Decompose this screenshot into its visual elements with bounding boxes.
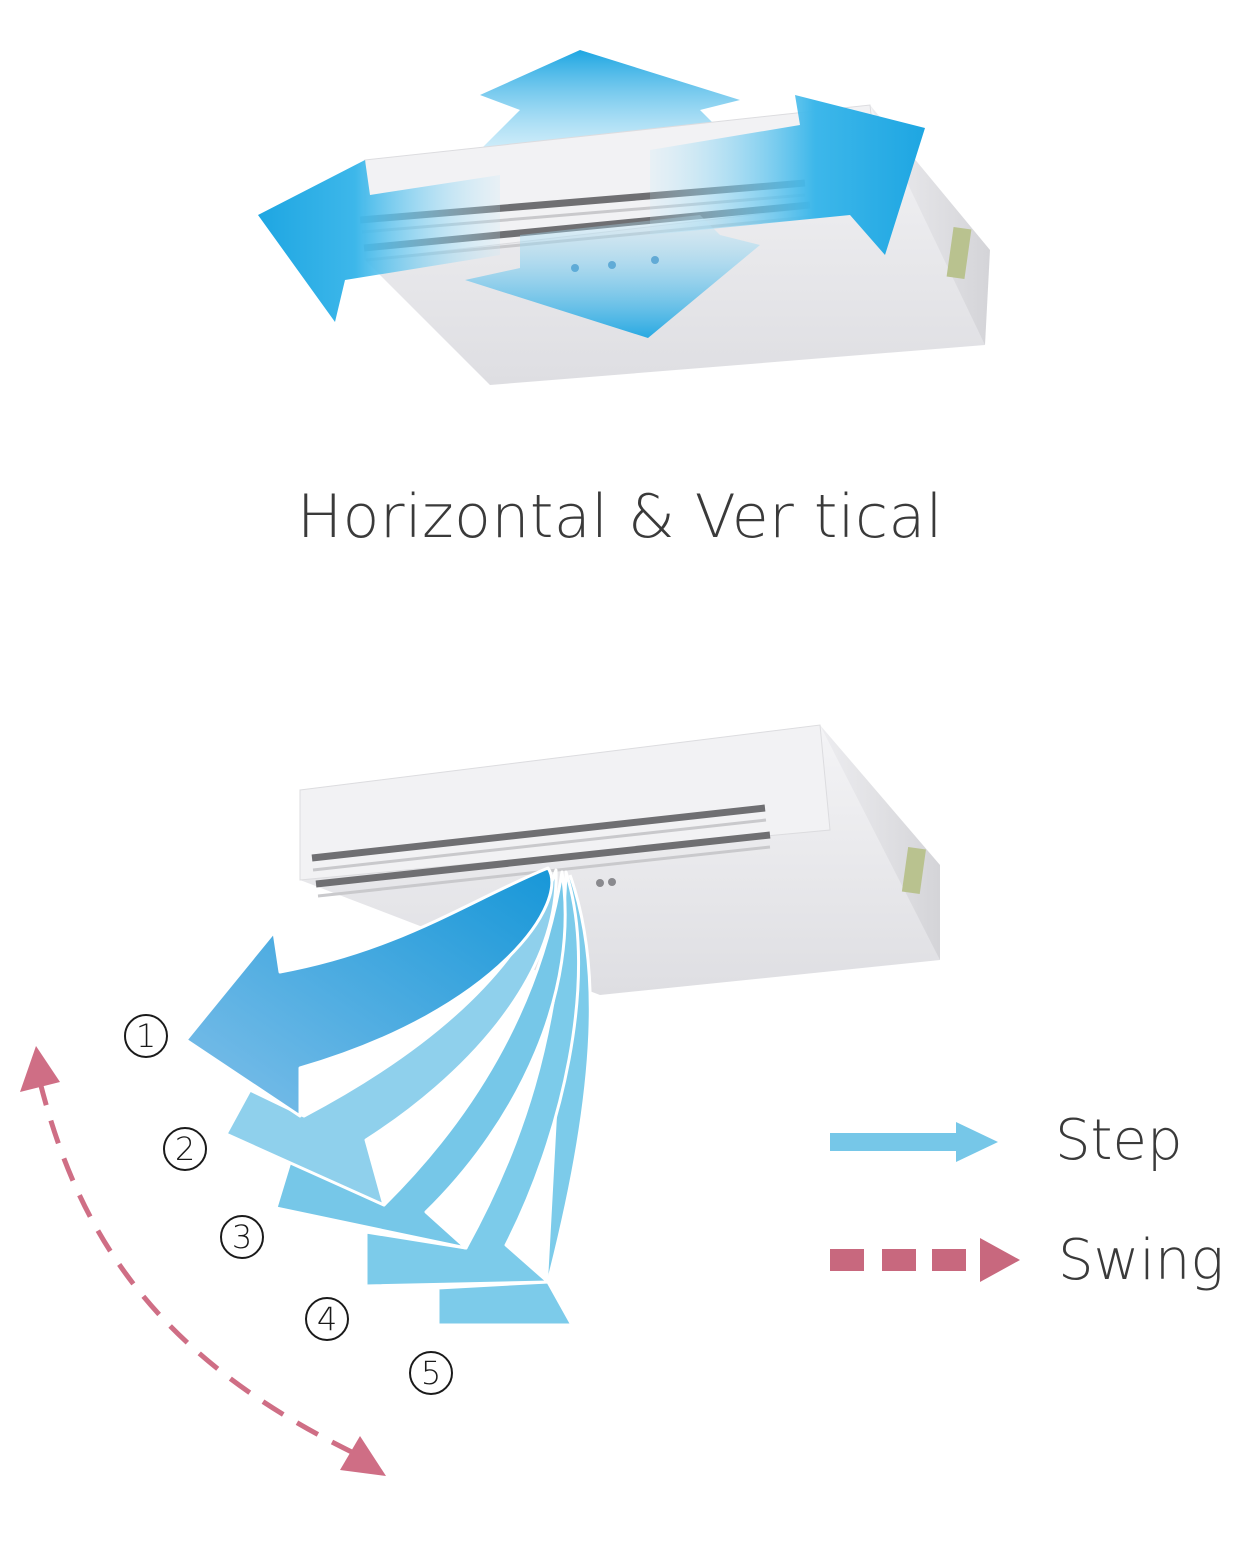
airflow-left-arrow	[258, 160, 500, 322]
legend-step-arrow	[830, 1122, 998, 1162]
legend-swing-label: Swing	[1058, 1228, 1225, 1293]
step-number-3: 3	[220, 1215, 264, 1259]
step-airflow-2	[224, 868, 558, 1207]
airflow-down-arrow	[465, 215, 760, 338]
step-number-1: 1	[124, 1014, 168, 1058]
top-ac-unit	[258, 50, 990, 385]
step-number-2: 2	[163, 1127, 207, 1171]
step-airflow-4	[364, 870, 581, 1288]
step-airflow-1	[184, 866, 554, 1118]
legend-swing-arrow	[830, 1238, 1020, 1282]
airflow-right-arrow	[650, 95, 925, 255]
swing-arrowhead-down	[340, 1436, 386, 1476]
legend-step-label: Step	[1055, 1108, 1183, 1173]
step-number-4: 4	[305, 1297, 349, 1341]
step-airflow-group	[184, 866, 592, 1327]
step-airflow-3	[274, 870, 567, 1250]
step-number-5: 5	[409, 1351, 453, 1395]
diagram-caption: Horizontal & Ver tical	[297, 482, 943, 552]
swing-arc	[20, 1046, 386, 1476]
swing-arrowhead-up	[20, 1046, 60, 1092]
